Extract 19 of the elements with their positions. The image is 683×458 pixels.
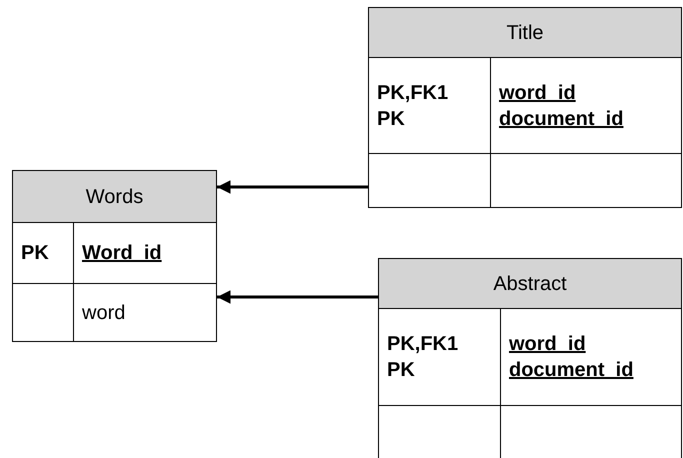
entity-table <box>378 258 682 458</box>
column-name: Word_id <box>82 241 162 266</box>
column-name: word_id <box>509 332 587 357</box>
table-header: Abstract <box>379 259 681 309</box>
arrow <box>217 180 368 194</box>
entity-table <box>12 170 217 342</box>
column-name: word <box>82 300 126 326</box>
key-label: PK <box>21 241 49 266</box>
key-label: PK,FK1 <box>387 332 458 357</box>
table-header: Title <box>369 8 681 58</box>
entity-table <box>368 7 682 208</box>
column-name: word_id <box>499 80 577 106</box>
key-label: PK <box>387 358 416 383</box>
column-name: document_id <box>509 358 634 383</box>
key-label: PK,FK1 <box>377 80 448 106</box>
table-header: Words <box>13 171 216 223</box>
arrow <box>217 290 378 304</box>
key-label: PK <box>377 106 406 132</box>
column-name: document_id <box>499 106 624 132</box>
